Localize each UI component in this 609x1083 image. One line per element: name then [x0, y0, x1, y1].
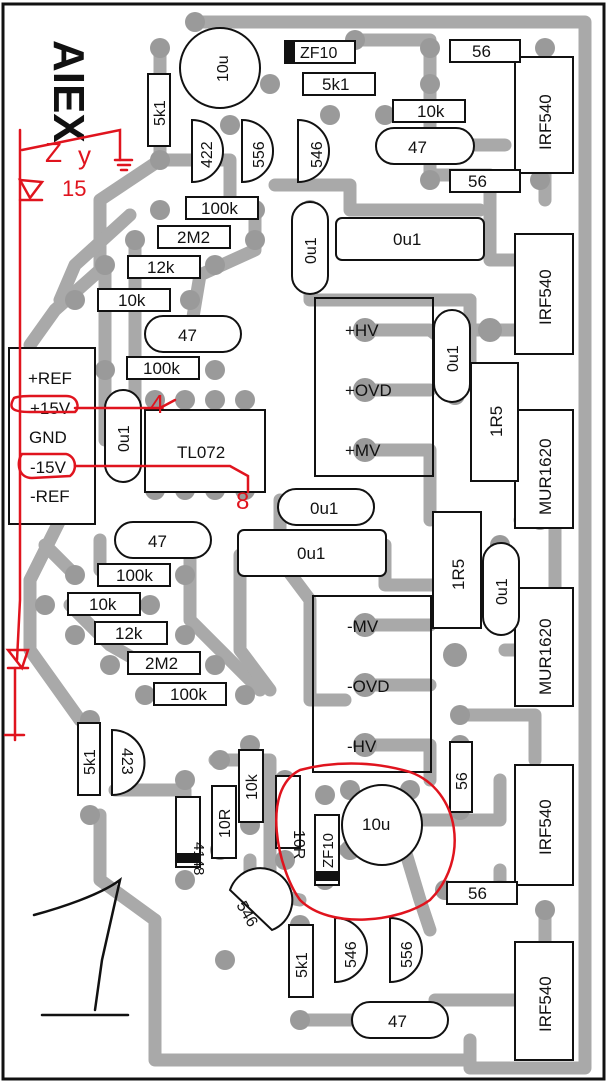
- film-cap-labels: 47 0u1 0u1 47 0u1 0u1 0u1 0u1 47 0u1 47: [116, 138, 511, 1031]
- resistor-label: 12k: [115, 624, 143, 643]
- resistor-label: 100k: [116, 566, 153, 585]
- resistor-labels: 56 5k1 10k 56 100k 2M2 12k 10k 100k 100k…: [89, 42, 491, 903]
- rail-label: +HV: [345, 321, 379, 340]
- diode-label: MUR1620: [536, 618, 555, 695]
- cap-label: 10u: [215, 55, 232, 82]
- resistor-label: 100k: [170, 685, 207, 704]
- cap-label: 0u1: [116, 425, 133, 452]
- resistor-label: 56: [472, 42, 491, 61]
- cap-label: 0u1: [445, 345, 462, 372]
- zener-top: ZF10: [284, 40, 356, 64]
- transistor-label: 423: [118, 748, 135, 775]
- resistor-label: 10R: [217, 809, 234, 838]
- ic-label: TL072: [177, 443, 225, 462]
- cap-label: 0u1: [494, 578, 511, 605]
- resistor-label: 2M2: [145, 654, 178, 673]
- film-capacitors: [104, 127, 520, 1039]
- pin-label: +15V: [30, 399, 71, 418]
- zener-bottom: ZF10: [314, 814, 340, 886]
- mosfet-label: IRF540: [536, 976, 555, 1032]
- cap-label: 10u: [362, 815, 390, 834]
- resistor-label: 10k: [118, 291, 146, 310]
- resistor-label: 12k: [147, 258, 175, 277]
- markup-text: 8: [236, 488, 249, 515]
- electrolytic-cap-bottom: 10u: [341, 784, 423, 866]
- resistors-horizontal: [67, 39, 521, 905]
- rail-label: +MV: [345, 441, 381, 460]
- resistor-label: 100k: [143, 359, 180, 378]
- mosfet-label: IRF540: [536, 94, 555, 150]
- pin-label: +REF: [28, 369, 72, 388]
- resistor-label: 10k: [244, 773, 261, 800]
- resistor-label: 5k1: [82, 749, 99, 775]
- resistor-label: 1R5: [487, 406, 506, 437]
- resistor-label: 56: [468, 172, 487, 191]
- power-rail-block-top: +HV +OVD +MV: [314, 297, 434, 477]
- markup-text: 4: [150, 389, 164, 419]
- pin-label: GND: [29, 428, 67, 447]
- transistor-label: 556: [251, 141, 268, 168]
- cap-label: 47: [148, 532, 167, 551]
- rail-label: -HV: [347, 737, 377, 756]
- resistor-label: 10k: [417, 102, 445, 121]
- cap-label: 0u1: [393, 230, 421, 249]
- power-semiconductors: IRF540 IRF540 MUR1620 MUR1620 IRF540 IRF…: [514, 56, 574, 1061]
- transistor-label: 546: [343, 941, 360, 968]
- diode: [514, 587, 574, 707]
- resistors-vertical: [77, 73, 473, 998]
- ic-tl072: TL072: [144, 409, 266, 493]
- brand-logo: AIEX: [44, 40, 93, 143]
- mosfet-label: IRF540: [536, 269, 555, 325]
- transistor-labels: 422 556 546 423 546 546 556: [118, 141, 416, 968]
- electrolytic-cap-top: 10u: [179, 27, 261, 109]
- resistors-1r5: 1R5 1R5: [432, 362, 519, 629]
- mosfet: [514, 941, 574, 1061]
- cap-label: 0u1: [303, 237, 320, 264]
- transistors: [111, 118, 423, 984]
- pin-label: -REF: [30, 487, 70, 506]
- cap-label: 47: [408, 138, 427, 157]
- markup-text: Z: [45, 137, 62, 168]
- resistor-label: 5k1: [152, 100, 169, 126]
- rail-label: -OVD: [347, 677, 390, 696]
- resistor-label: 2M2: [177, 228, 210, 247]
- rail-label: +OVD: [345, 381, 392, 400]
- cap-label: 47: [388, 1012, 407, 1031]
- red-markup: [3, 128, 456, 921]
- transistor-label: 546: [309, 141, 326, 168]
- diode-label: MUR1620: [536, 438, 555, 515]
- markup-text: y: [78, 140, 91, 170]
- resistor-label: 10k: [89, 595, 117, 614]
- zener-label: ZF10: [300, 45, 337, 62]
- cap-label: 0u1: [297, 544, 325, 563]
- mosfet-label: IRF540: [536, 799, 555, 855]
- cap-label: 0u1: [310, 499, 338, 518]
- cap-label: 47: [178, 326, 197, 345]
- resistor-label: 100k: [201, 199, 238, 218]
- pin-label: -15V: [30, 458, 67, 477]
- transistor-label: 556: [399, 941, 416, 968]
- diode-4148: 4148: [175, 796, 207, 875]
- resistor-label: 56: [454, 772, 471, 790]
- mosfet: [514, 233, 574, 355]
- mosfet: [514, 764, 574, 886]
- mosfet: [514, 56, 574, 174]
- resistor-label: 5k1: [294, 952, 311, 978]
- transistor-label: 422: [199, 141, 216, 168]
- diode-label: 4148: [190, 842, 207, 875]
- zener-label: ZF10: [320, 833, 337, 868]
- rail-label: -MV: [347, 617, 379, 636]
- red-markup-text: Z y 15 4 8: [45, 137, 249, 515]
- markup-text: 15: [62, 176, 86, 201]
- power-connector: +REF +15V GND -15V -REF: [8, 347, 96, 525]
- resistor-label: 10R: [290, 830, 307, 859]
- resistor-label: 1R5: [449, 559, 468, 590]
- resistor-label: 5k1: [322, 75, 349, 94]
- handwritten-figure: [32, 876, 130, 1017]
- resistor-label: 56: [468, 884, 487, 903]
- resistor-labels-vertical: 5k1 5k1 10R 10k 10R 56 5k1: [82, 100, 471, 978]
- power-rail-block-bottom: -MV -OVD -HV: [312, 595, 432, 773]
